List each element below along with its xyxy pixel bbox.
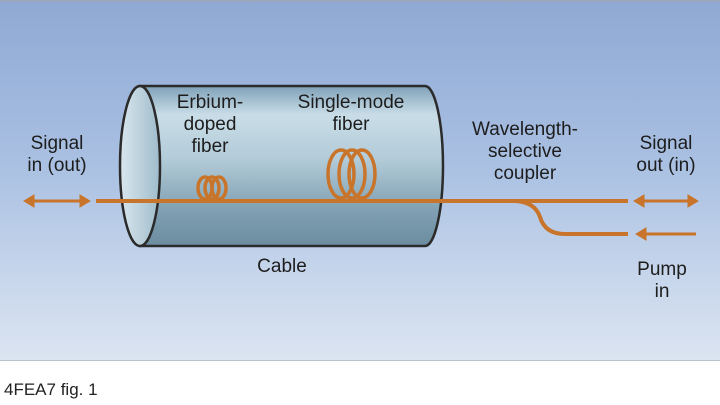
erbium-doped-fiber-label: Erbium- doped fiber — [160, 92, 260, 158]
coupler-label-line1: Wavelength- — [472, 119, 578, 140]
erbium-label-line3: fiber — [191, 136, 229, 157]
cable-end-cap — [118, 84, 162, 248]
single-mode-label-line1: Single-mode — [297, 92, 405, 113]
pump-label-line2: in — [654, 281, 670, 302]
signal-out-arrow-icon — [633, 194, 699, 208]
signal-in-label-line2: in (out) — [27, 155, 87, 176]
signal-in-label-line1: Signal — [30, 133, 84, 154]
erbium-label-line2: doped — [183, 114, 237, 135]
signal-out-label-line1: Signal — [639, 133, 693, 154]
cable-body — [138, 84, 445, 248]
coupler-label-line2: selective — [488, 141, 562, 162]
coupler-label: Wavelength- selective coupler — [450, 119, 600, 185]
diagram-panel: Signal in (out) Erbium- doped fiber Sing… — [0, 0, 720, 360]
fiber-line — [96, 199, 628, 236]
cable-label: Cable — [240, 256, 324, 278]
cable-label-text: Cable — [257, 256, 307, 277]
signal-out-label-line2: out (in) — [636, 155, 696, 176]
single-mode-label-line2: fiber — [332, 114, 370, 135]
erbium-label-line1: Erbium- — [176, 92, 244, 113]
erbium-coil-icon — [196, 175, 228, 201]
signal-in-arrow-icon — [23, 194, 91, 208]
coupler-label-line3: coupler — [493, 163, 557, 184]
cable — [118, 84, 445, 248]
coupler-branch-fiber — [514, 199, 628, 236]
signal-out-label: Signal out (in) — [620, 133, 712, 177]
caption-divider — [0, 360, 720, 361]
signal-in-label: Signal in (out) — [14, 133, 100, 177]
single-mode-fiber-label: Single-mode fiber — [276, 92, 426, 136]
single-mode-coil-icon — [326, 148, 377, 200]
fiber-amplifier-diagram — [23, 84, 699, 248]
pump-in-arrow-icon — [635, 227, 696, 241]
figure-caption: 4FEA7 fig. 1 — [4, 380, 98, 399]
pump-label-line1: Pump — [637, 259, 687, 280]
pump-in-label: Pump in — [620, 259, 704, 303]
